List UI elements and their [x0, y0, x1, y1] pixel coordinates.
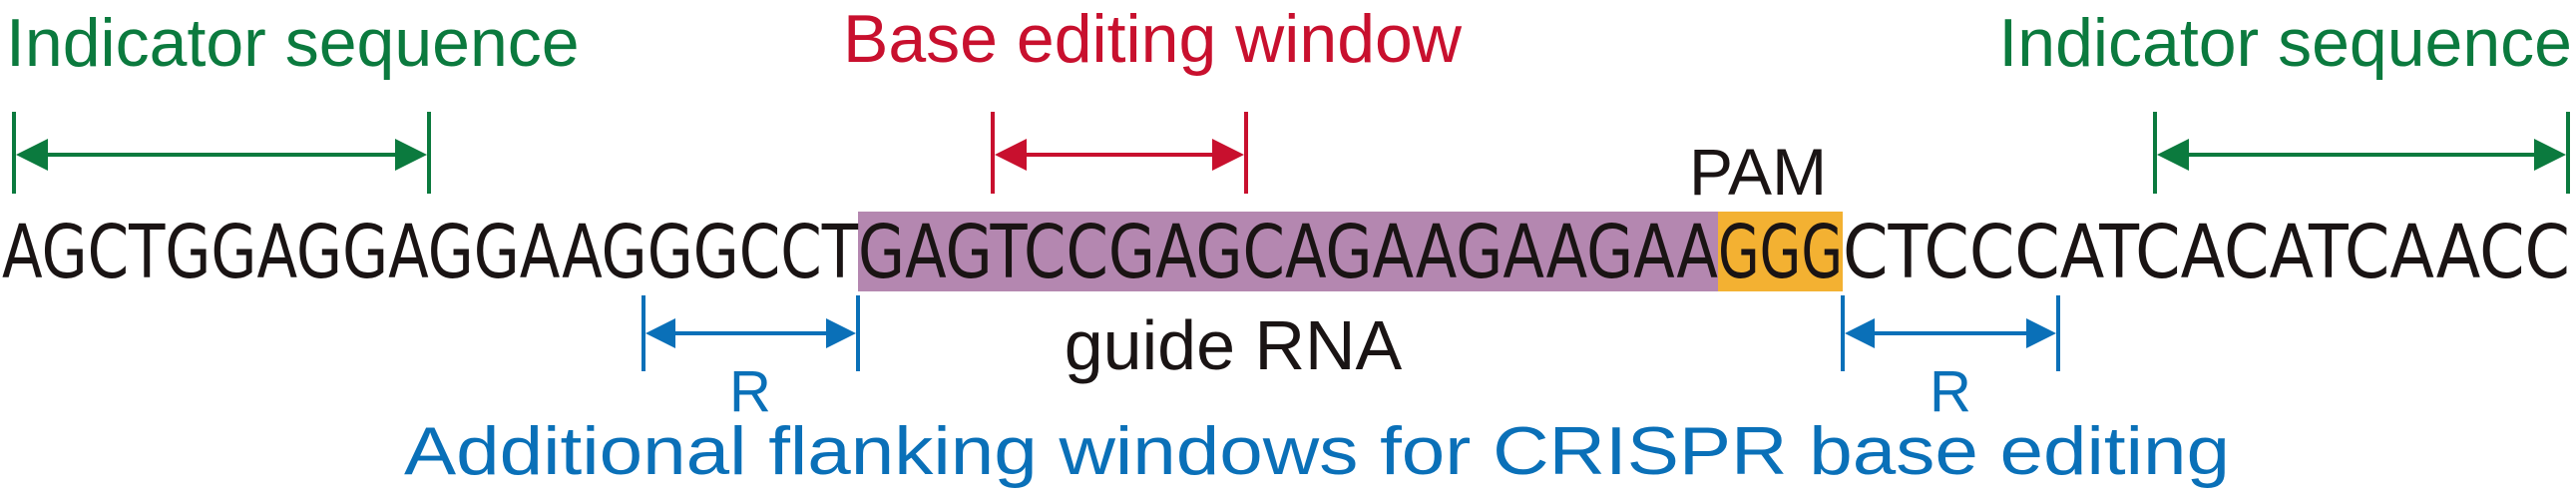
guide-rna-label: guide RNA — [1065, 306, 1403, 384]
dna-sequence-before: AGCTGGAGGAGGAAGGGCCT — [2, 210, 859, 295]
base-editing-window-span-arrow — [991, 112, 1248, 194]
indicator-right-span-arrow — [2153, 112, 2570, 194]
indicator-left-span-arrow — [12, 112, 431, 194]
flank-left-span-arrow — [642, 295, 860, 371]
indicator-sequence-left-label: Indicator sequence — [6, 5, 580, 81]
dna-sequence-pam: GGG — [1718, 210, 1843, 295]
dna-sequence-guide: GAGTCCGAGCAGAAGAAGAA — [858, 210, 1718, 295]
flank-right-span-arrow — [1841, 295, 2060, 371]
flank-right-r-label: R — [1930, 359, 1971, 424]
dna-sequence-after: CTCCCATCACATCAACC — [1843, 210, 2570, 295]
base-editing-window-label: Base editing window — [843, 1, 1463, 77]
guide-rna-highlight — [858, 212, 1718, 291]
flank-left-r-label: R — [729, 359, 771, 424]
indicator-sequence-right-label: Indicator sequence — [1998, 5, 2572, 81]
flanking-windows-caption: Additional flanking windows for CRISPR b… — [404, 413, 2230, 489]
pam-highlight — [1718, 212, 1843, 291]
pam-label: PAM — [1689, 135, 1827, 209]
